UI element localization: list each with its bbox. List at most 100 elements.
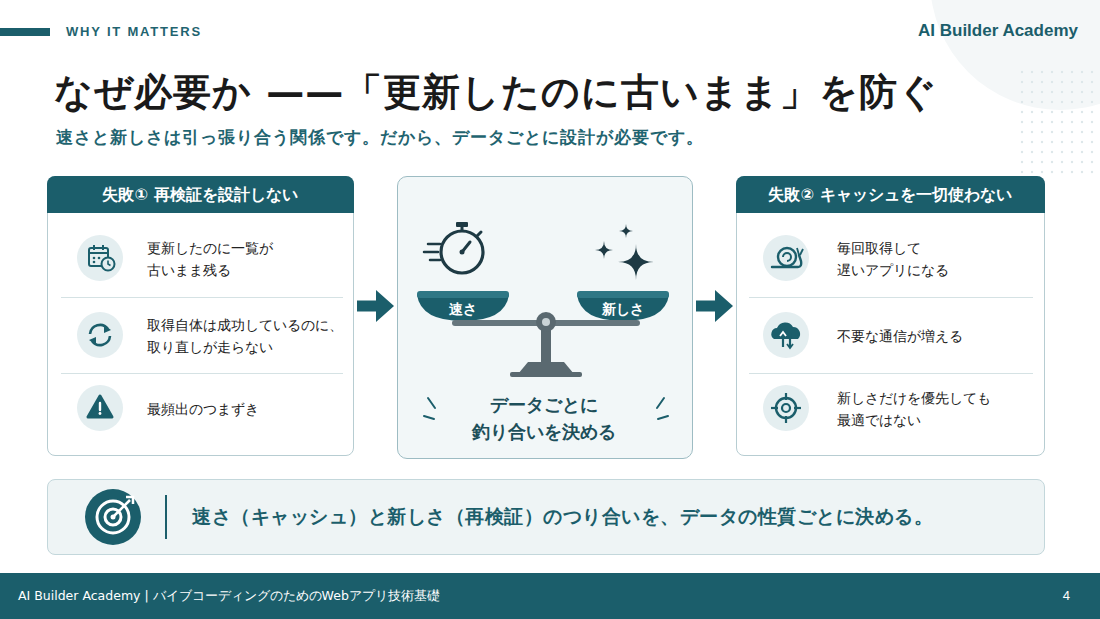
stopwatch-icon	[462, 242, 470, 252]
refresh-icon	[104, 325, 111, 333]
goal-icon	[126, 497, 133, 504]
failure-item: 更新したのに一覧が 古いまま残る	[61, 220, 343, 298]
sparkle-icon	[618, 244, 654, 280]
goal-icon	[97, 501, 129, 533]
calendar-icon	[77, 235, 123, 281]
snail-icon	[783, 253, 791, 261]
stopwatch-icon	[430, 259, 440, 262]
scale-pan: 速さ	[417, 291, 509, 321]
pan-label: 速さ	[417, 291, 509, 324]
stopwatch-icon	[428, 243, 440, 246]
dot-grid	[1015, 65, 1095, 175]
target-icon	[763, 385, 809, 431]
failure-item: 新しさだけを優先しても 最適ではない	[749, 374, 1033, 444]
summary-band: 速さ（キャッシュ）と新しさ（再検証）のつり合いを、データの性質ごとに決める。	[47, 479, 1045, 555]
target-icon	[785, 393, 787, 400]
pan-rim	[417, 291, 509, 298]
calendar-icon	[89, 252, 108, 254]
refresh-icon	[77, 312, 123, 358]
balance-scale	[452, 312, 640, 377]
calendar-icon	[102, 245, 104, 250]
sparkle-icon	[619, 224, 633, 238]
target-icon	[776, 398, 796, 418]
stopwatch-icon	[424, 222, 483, 273]
warning-icon	[77, 385, 123, 431]
refresh-icon	[90, 325, 108, 334]
item-text: 不要な通信が増える	[837, 325, 1007, 347]
goal-icon	[85, 489, 141, 545]
cloud-icon	[771, 323, 800, 339]
refresh-icon	[92, 336, 110, 345]
item-text: 毎回取得して 遅いアプリになる	[837, 237, 997, 281]
cloud-icon	[780, 332, 786, 336]
failure-panel: 失敗② キャッシュを一切使わない毎回取得して 遅いアプリになる不要な通信が増える…	[736, 176, 1045, 456]
refresh-icon	[77, 312, 123, 358]
failure-panel: 失敗① 再検証を設計しない更新したのに一覧が 古いまま残る取得自体は成功している…	[47, 176, 354, 456]
emphasis-marks	[658, 416, 668, 419]
target-icon	[771, 407, 778, 409]
calendar-icon	[102, 258, 115, 271]
balance-scale	[518, 362, 574, 374]
warning-icon	[99, 412, 102, 415]
snail-icon	[763, 235, 809, 281]
warning-icon	[99, 403, 101, 410]
target-icon	[763, 385, 809, 431]
cloud-icon	[763, 312, 809, 358]
flow-arrow	[357, 301, 378, 312]
cloud-icon	[787, 344, 793, 348]
target-icon	[785, 416, 787, 423]
cloud-icon	[789, 333, 791, 347]
warning-icon	[88, 396, 112, 417]
snail-icon	[797, 248, 799, 255]
item-text: 最頻出のつまずき	[147, 398, 343, 420]
snail-icon	[763, 235, 809, 281]
calendar-icon	[93, 257, 96, 260]
balance-panel: データごとに 釣り合いを決める 速さ 新しさ	[397, 176, 693, 459]
balance-scale	[541, 322, 551, 364]
band-divider	[165, 495, 167, 539]
failure-item: 毎回取得して 遅いアプリになる	[749, 220, 1033, 298]
balance-scale	[452, 320, 640, 326]
subtitle: 速さと新しさは引っ張り合う関係です。だから、データごとに設計が必要です。	[56, 126, 704, 149]
emphasis-marks	[424, 398, 668, 419]
pan-rim	[577, 291, 669, 298]
goal-icon	[113, 500, 130, 517]
section-tag: WHY IT MATTERS	[66, 24, 202, 39]
connectors	[357, 306, 717, 307]
failure-item: 不要な通信が増える	[749, 298, 1033, 374]
stopwatch-icon	[461, 227, 464, 231]
calendar-icon	[89, 248, 108, 266]
header-bar	[0, 28, 50, 36]
emphasis-marks	[428, 398, 435, 408]
failure-item: 最頻出のつまずき	[61, 374, 343, 444]
calendar-icon	[77, 235, 123, 281]
page-number: 4	[1063, 573, 1070, 619]
balance-scale	[542, 318, 550, 326]
summary-text: 速さ（キャッシュ）と新しさ（再検証）のつり合いを、データの性質ごとに決める。	[192, 504, 933, 530]
cloud-icon	[763, 312, 809, 358]
flow-arrow	[696, 301, 717, 312]
sparkle-icon	[595, 241, 613, 259]
balance-message: データごとに 釣り合いを決める	[464, 391, 624, 445]
stopwatch-icon	[456, 222, 468, 227]
failure-item: 取得自体は成功しているのに、 取り直しが走らない	[61, 298, 343, 374]
slide-title: なぜ必要か ——「更新したのに古いまま」を防ぐ	[54, 68, 938, 116]
sparkle-icon	[595, 224, 654, 280]
panel-heading: 失敗① 再検証を設計しない	[47, 176, 354, 213]
pan-label: 新しさ	[577, 291, 669, 324]
target-icon	[794, 407, 801, 409]
footer-text: AI Builder Academy | バイブコーディングのためのWebアプリ…	[18, 573, 440, 619]
warning-icon	[77, 385, 123, 431]
brand-name: AI Builder Academy	[918, 21, 1078, 41]
goal-icon	[85, 489, 141, 545]
calendar-icon	[98, 257, 101, 260]
item-text: 新しさだけを優先しても 最適ではない	[837, 387, 1005, 431]
scale-pan: 新しさ	[577, 291, 669, 321]
calendar-icon	[93, 245, 95, 250]
cloud-icon	[782, 333, 784, 347]
goal-icon	[111, 515, 116, 520]
stopwatch-icon	[477, 232, 481, 236]
snail-icon	[800, 249, 803, 255]
stopwatch-icon	[424, 251, 438, 254]
